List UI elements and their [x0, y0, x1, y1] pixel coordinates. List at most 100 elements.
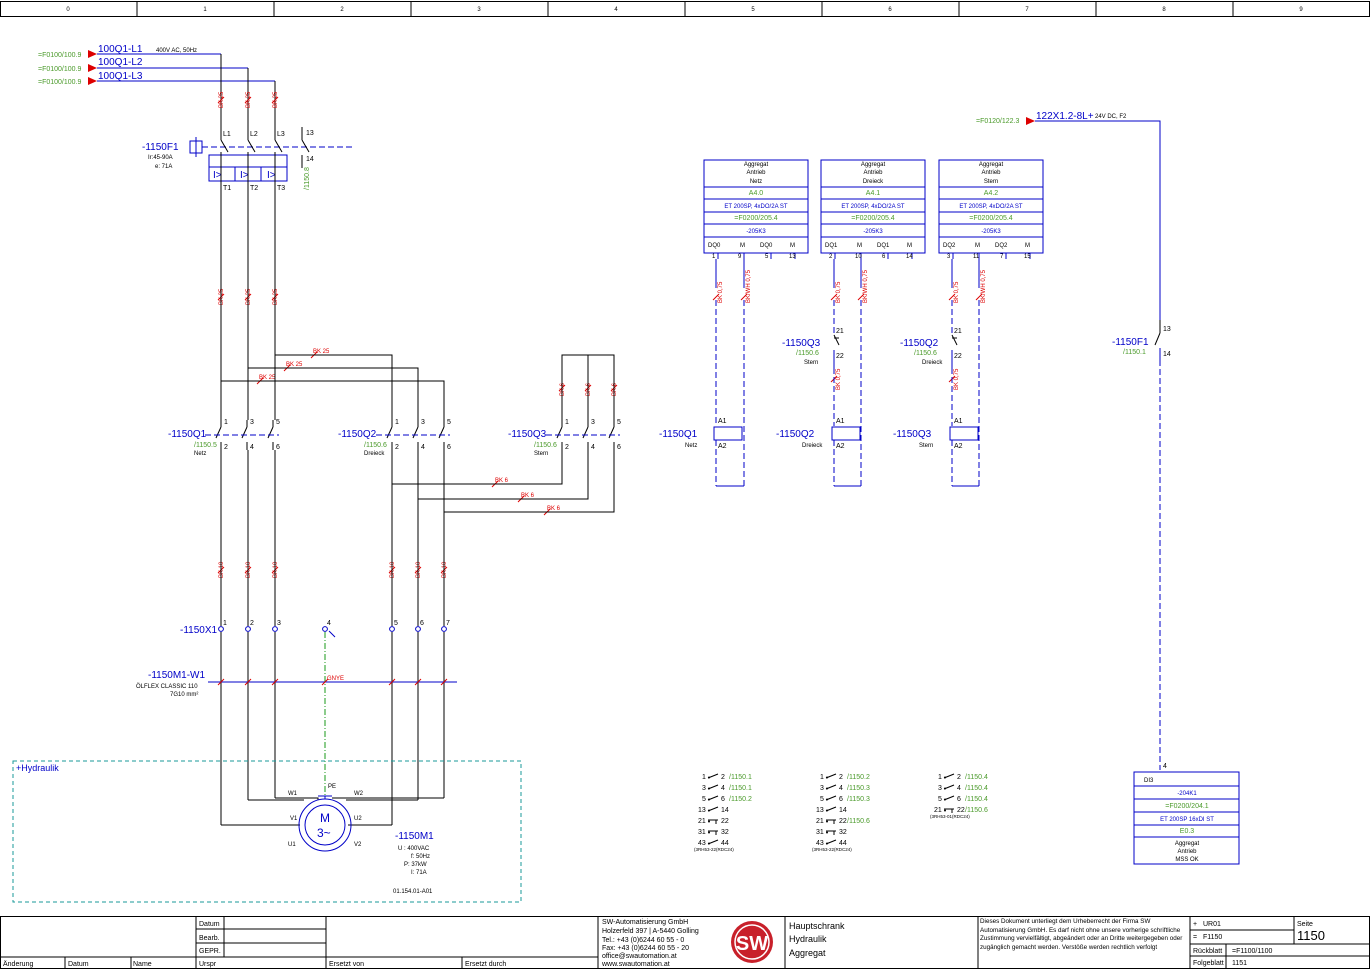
motor-symbol-3ph: 3~ — [317, 826, 331, 840]
contact-blade — [608, 426, 615, 439]
aux-contact-13: 13 — [1163, 326, 1171, 333]
contactor-tag: -1150Q3 — [508, 429, 547, 440]
terminal[interactable] — [441, 626, 447, 632]
ci-ref: /1150.1 — [729, 785, 752, 792]
plc-out-channel: DQ1 — [825, 243, 838, 249]
plc-out-pin: 7 — [1000, 254, 1004, 260]
wire-label: BK 10 — [246, 561, 252, 578]
motor-symbol-m: M — [320, 811, 330, 825]
plc-out-channel: M — [907, 243, 912, 249]
terminal[interactable] — [389, 626, 395, 632]
terminal[interactable] — [415, 626, 421, 632]
motor-part: 01.154.01-A01 — [393, 889, 433, 895]
plc-out-title: Aggregat — [979, 162, 1004, 168]
contact-blade — [241, 426, 248, 439]
cable-1150m1-w1[interactable]: -1150M1-W1 ÖLFLEX CLASSIC 110 7G10 mm² G… — [136, 670, 457, 698]
plc-input-addr: E0.3 — [1180, 828, 1195, 835]
terminal-number: 7 — [446, 620, 450, 627]
wire-label: BK 0,75 — [954, 368, 960, 390]
plc-out-pin: 13 — [789, 254, 796, 260]
plc-out-title: Stern — [984, 179, 998, 185]
motor-spec-u: U : 400VAC — [398, 846, 430, 852]
aux-contact-1150f1[interactable]: -1150F1 /1150.1 13 14 4 — [1112, 320, 1171, 770]
terminal[interactable] — [322, 626, 328, 632]
contact-pin-bot: 6 — [276, 444, 280, 451]
dc-supply-arrow[interactable] — [1026, 117, 1035, 125]
breaker-t2: T2 — [250, 185, 258, 192]
logo-text: SW — [736, 933, 768, 955]
ci-part: (3RH53-22(RDC24) — [694, 847, 734, 852]
coil-tag: -1150Q2 — [776, 429, 815, 440]
motor-spec-p: P: 37kW — [404, 862, 427, 868]
plc-out-pin: 5 — [765, 254, 769, 260]
plc-input-ref: =F0200/204.1 — [1165, 803, 1209, 810]
ci-pin-b: 22 — [721, 818, 729, 825]
contact-pin-bot: 2 — [224, 444, 228, 451]
column-number: 4 — [614, 7, 618, 13]
supply-arrow-3[interactable] — [88, 77, 97, 85]
tb-aenderung: Änderung — [3, 960, 33, 968]
plc-out-addr: A4.0 — [749, 190, 764, 197]
wire-label: BK 0,75 — [836, 281, 842, 303]
coil-a2: A2 — [718, 443, 727, 450]
wire-label: BK 10 — [442, 561, 448, 578]
plc-out-channel: M — [975, 243, 980, 249]
supply-line-l2: 100Q1-L2 — [98, 57, 143, 68]
motor-tag: -1150M1 — [395, 831, 434, 842]
ci-pin-a: 1 — [702, 774, 706, 781]
ci-ref: /1150.4 — [965, 785, 988, 792]
ci-ref: /1150.6 — [965, 807, 988, 814]
ci-pin-b: 44 — [721, 840, 729, 847]
wire-label: BK 25 — [219, 288, 225, 305]
terminal[interactable] — [272, 626, 278, 632]
tb-back-label: Rückblatt — [1193, 948, 1222, 955]
plc-out-slot: -205K3 — [981, 229, 1001, 235]
interlock-pin: 21 — [954, 328, 962, 335]
terminal[interactable] — [218, 626, 224, 632]
contactor-tag: -1150Q2 — [338, 429, 377, 440]
supply-spec: 400V AC, 50Hz — [156, 48, 197, 54]
contact-pin-bot: 6 — [447, 444, 451, 451]
supply-arrow-2[interactable] — [88, 64, 97, 72]
tb-gepr-label: GEPR. — [199, 948, 221, 955]
plc-input-block[interactable]: DI3 -204K1 =F0200/204.1 ET 200SP 16xDI S… — [1133, 771, 1240, 865]
dc-supply-spec: 24V DC, F2 — [1095, 114, 1127, 120]
coil-a1: A1 — [954, 418, 963, 425]
tb-eq-eq: = — [1193, 934, 1197, 941]
breaker-1150f1[interactable]: -1150F1 Ir:45-90A e: 71A I> I> I> L1 L2 … — [142, 127, 355, 192]
wire-label: BK 25 — [219, 91, 225, 108]
contact-pin-bot: 4 — [591, 444, 595, 451]
wire-tick — [271, 96, 279, 104]
motor-1150m1[interactable]: M 3~ PE W1 W2 V1 U2 U1 V2 -1150M1 U : 40… — [288, 784, 434, 895]
tb-datum-label: Datum — [199, 921, 220, 928]
ci-pin-a: 43 — [816, 840, 824, 847]
ci-pin-a: 13 — [816, 807, 824, 814]
wire-label: BK 25 — [286, 362, 303, 368]
ci-pin-b: 4 — [721, 785, 725, 792]
interlock-ref: /1150.6 — [796, 350, 819, 357]
contactor-tag: -1150Q1 — [168, 429, 207, 440]
terminal[interactable] — [245, 626, 251, 632]
ci-pin-b: 14 — [721, 807, 729, 814]
cable-core-tick — [217, 678, 225, 686]
breaker-aux-13: 13 — [306, 130, 314, 137]
ci-pin-a: 21 — [934, 807, 942, 814]
supply-arrow-1[interactable] — [88, 50, 97, 58]
